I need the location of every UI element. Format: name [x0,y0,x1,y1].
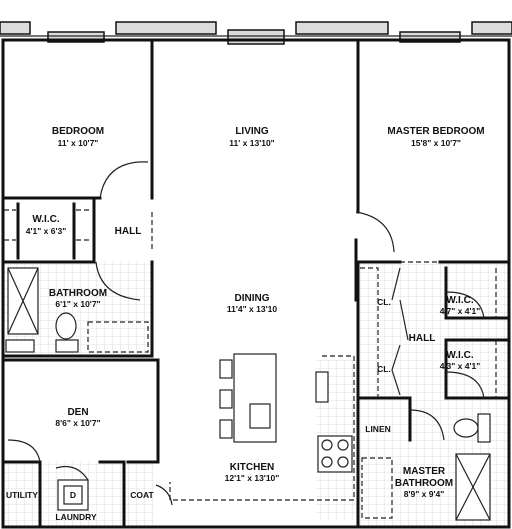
exterior-windows [0,21,512,45]
walls [1,38,511,529]
doors [7,161,485,506]
den-name: DEN [67,407,88,418]
room-labels: BEDROOM 11' x 10'7" LIVING 11' x 13'10" … [6,126,485,522]
wic-lower-dims: 4'3" x 4'1" [440,361,480,371]
wic-upper-name: W.I.C. [446,295,473,306]
bedroom-name: BEDROOM [52,126,104,137]
bathroom-dims: 6'1" x 10'7" [55,299,100,309]
dining-name: DINING [235,293,270,304]
master-bedroom-name: MASTER BEDROOM [387,126,484,137]
dryer-mark: D [70,490,76,500]
bedroom-dims: 11' x 10'7" [58,138,99,148]
living-name: LIVING [235,126,269,137]
den-dims: 8'6" x 10'7" [55,418,100,428]
utility-name: UTILITY [6,490,38,500]
wic-lower-name: W.I.C. [446,350,473,361]
hall-left-name: HALL [115,226,142,237]
kitchen-name: KITCHEN [230,462,274,473]
fixtures [4,209,497,521]
closet-lower-name: CL. [377,364,391,374]
master-bathroom-name: MASTER [403,466,446,477]
master-bathroom-dims: 8'9" x 9'4" [404,489,444,499]
linen-name: LINEN [365,424,391,434]
kitchen-dims: 12'1" x 13'10" [225,473,280,483]
wic-upper-dims: 4'7" x 4'1" [440,306,480,316]
laundry-name: LAUNDRY [55,512,97,522]
closet-upper-name: CL. [377,297,391,307]
living-dims: 11' x 13'10" [229,138,274,148]
hall-right-name: HALL [409,333,436,344]
wic-left-name: W.I.C. [32,214,59,225]
bathroom-name: BATHROOM [49,288,107,299]
master-bathroom-name2: BATHROOM [395,478,453,489]
coat-name: COAT [130,490,154,500]
dining-dims: 11'4" x 13'10 [227,304,277,314]
wic-left-dims: 4'1" x 6'3" [26,226,66,236]
master-bedroom-dims: 15'8" x 10'7" [411,138,461,148]
